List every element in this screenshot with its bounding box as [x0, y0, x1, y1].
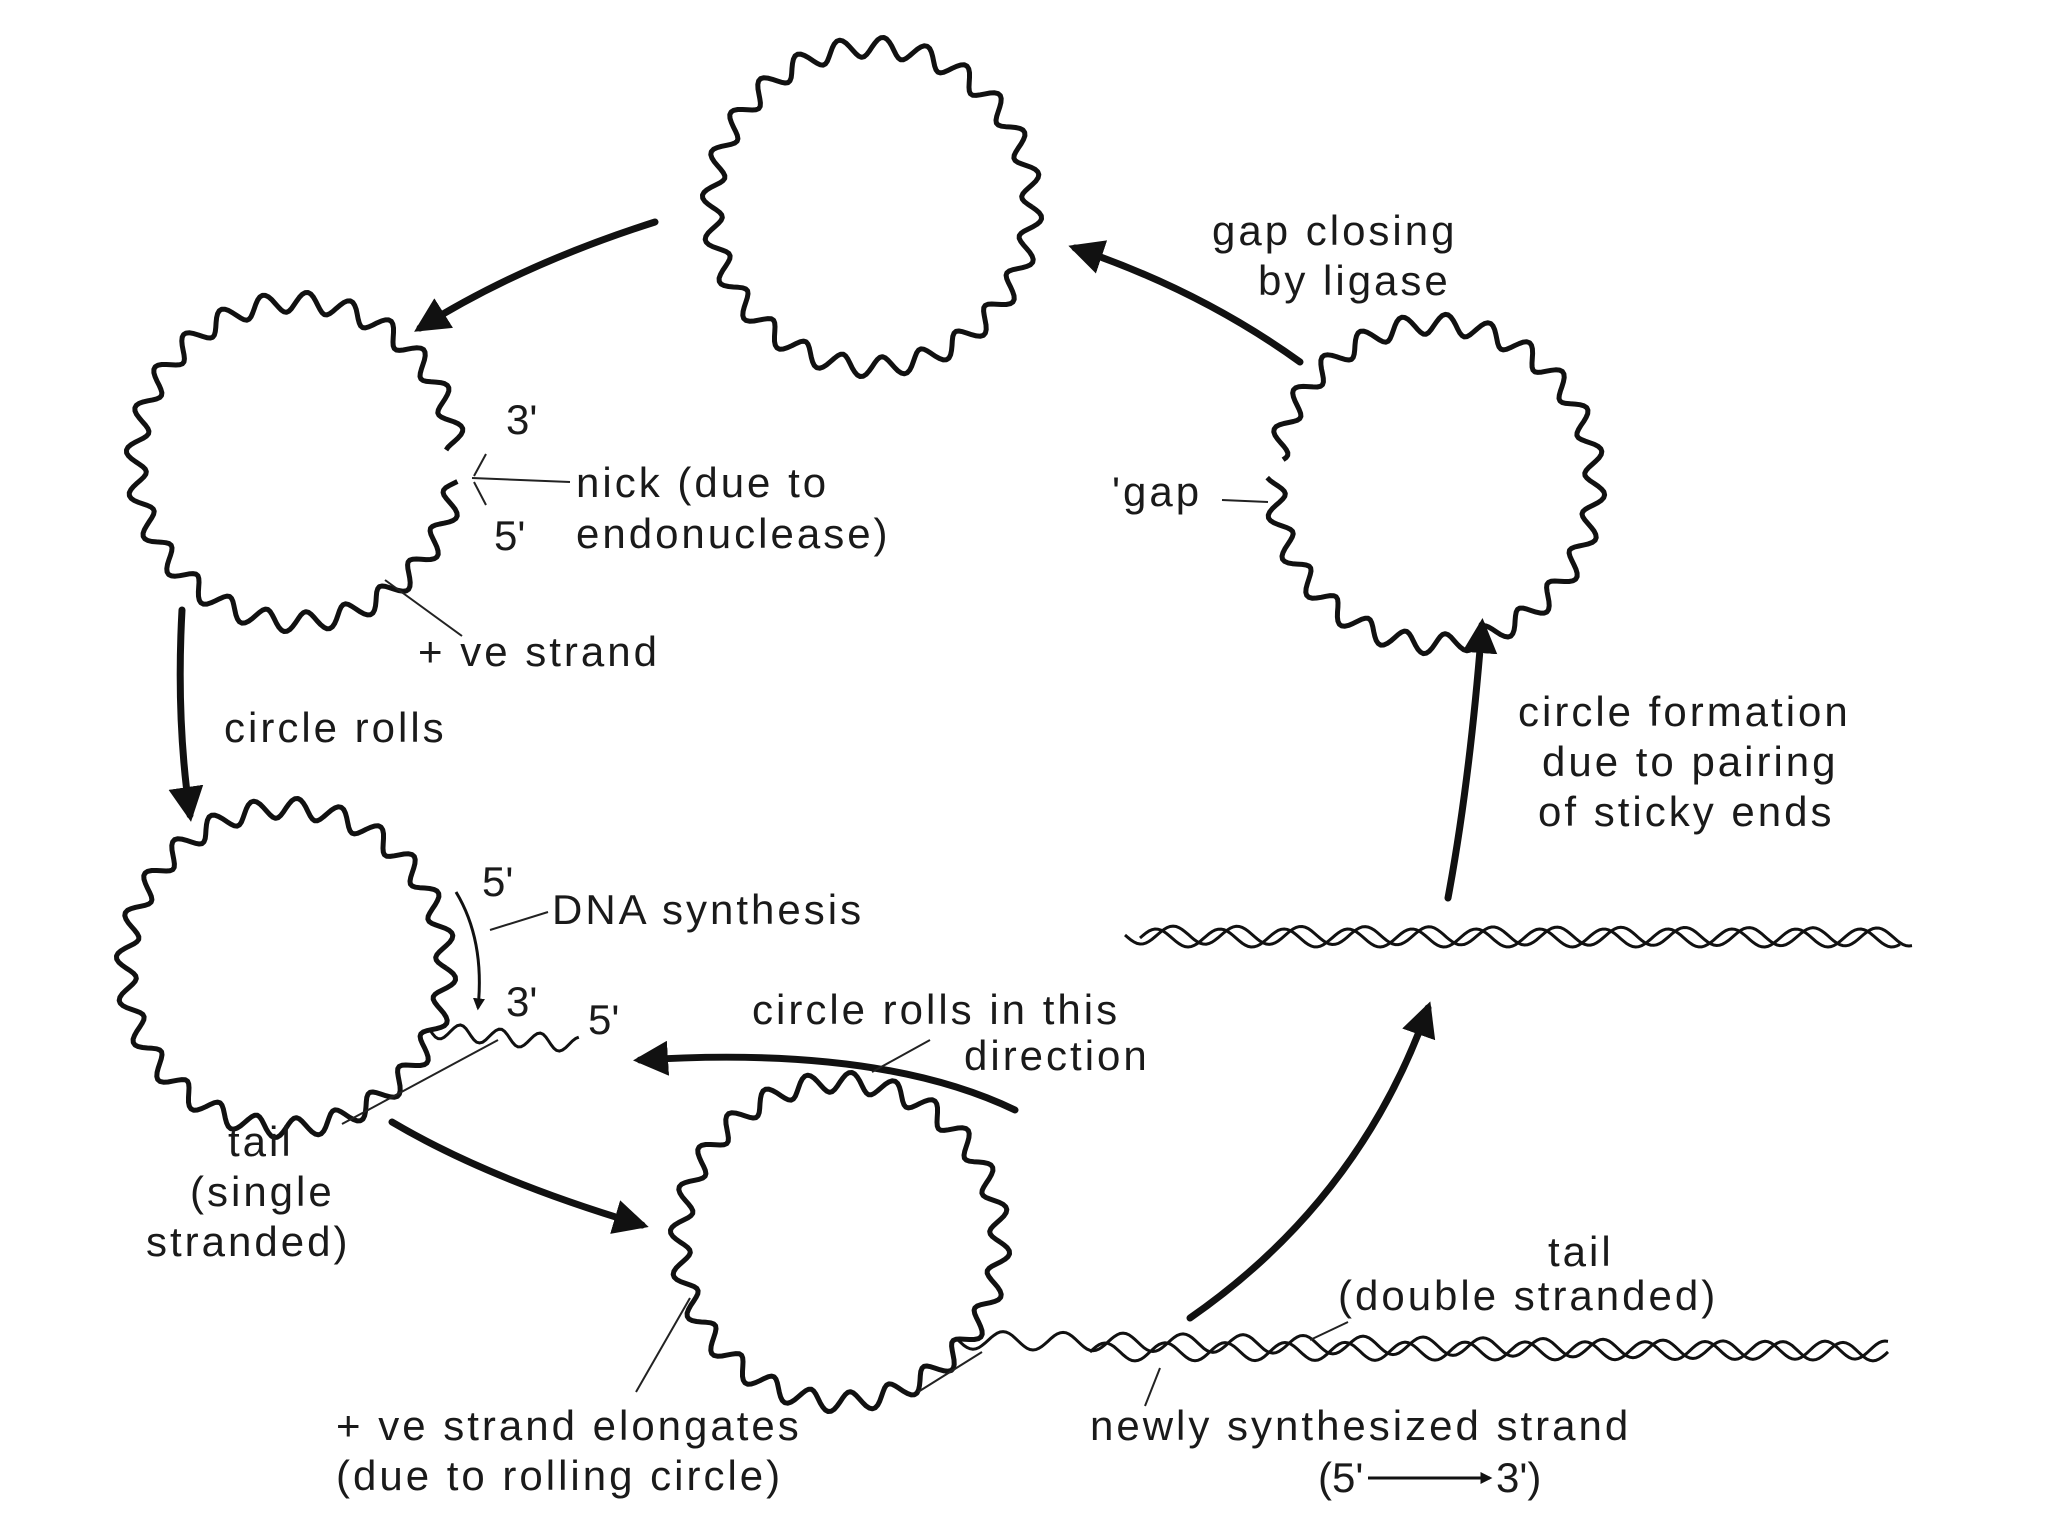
arrow-synthesis-to-elongating: [388, 1118, 649, 1234]
leader-newly-synthesized: [917, 1351, 983, 1393]
label-five-prime-synth: 5': [482, 858, 513, 905]
label-five-prime-nick: 5': [494, 512, 525, 559]
label-circle-rolls: circle rolls: [224, 704, 447, 751]
arrow-circle-rolls-direction: [633, 1040, 1019, 1114]
double-stranded-tail-strand-a: [956, 1330, 1890, 1363]
leader-circle-rolls: [871, 1039, 931, 1073]
label-tail-ds: tail: [1548, 1228, 1614, 1275]
plasmid-circle-nicked: [124, 290, 466, 634]
leader-newly-synthesized-2: [1144, 1367, 1161, 1407]
leader-ve-strand: [384, 579, 463, 637]
arrow-dna-synthesis-direction: [454, 891, 485, 1011]
label-newly-synthesized: newly synthesized strand: [1090, 1402, 1631, 1449]
label-gap-closing: gap closing: [1212, 207, 1457, 254]
single-stranded-tail: [428, 1023, 580, 1053]
label-circle-rolls-direction: circle rolls in this: [752, 986, 1120, 1033]
leader-tail-double: [1309, 1321, 1349, 1341]
leader-nick: [471, 477, 571, 483]
label-ve-strand-elongates: + ve strand elongates: [336, 1402, 802, 1449]
label-endonuclease: endonuclease): [576, 510, 891, 557]
plasmid-circle-elongating: [668, 1070, 1012, 1414]
label-tail: tail: [228, 1118, 294, 1165]
arrow-tail-to-linear: [1186, 1001, 1436, 1322]
double-stranded-tail-strand-b: [1088, 1339, 1889, 1363]
leader-dna-synthesis: [489, 911, 549, 931]
label-sticky-ends: of sticky ends: [1538, 788, 1834, 835]
label-single: (single: [190, 1168, 335, 1215]
label-stranded: stranded): [146, 1218, 350, 1265]
leader-tail: [341, 1039, 499, 1125]
arrow-ligase-to-top: [1068, 240, 1304, 366]
plasmid-circle-synthesis: [114, 796, 458, 1140]
label-newly-3: 3'): [1496, 1454, 1541, 1501]
label-circle-formation: circle formation: [1518, 688, 1851, 735]
label-three-prime-synth: 3': [506, 978, 537, 1025]
label-nick: nick (due to: [576, 459, 829, 506]
plasmid-circle-top: [700, 35, 1044, 379]
leader-gap: [1221, 499, 1269, 503]
arrow-linear-to-circle: [1444, 618, 1498, 902]
label-direction: direction: [964, 1032, 1150, 1079]
label-five-prime-tail: 5': [588, 996, 619, 1043]
label-double-stranded: (double stranded): [1338, 1272, 1718, 1319]
label-by-ligase: by ligase: [1258, 257, 1451, 304]
leader-nick-5: [473, 481, 487, 506]
arrow-nick-to-synthesis: [168, 606, 204, 822]
label-dna-synthesis: DNA synthesis: [552, 886, 864, 933]
linear-duplex-strand-b: [1139, 927, 1901, 949]
label-due-to-rolling-circle: (due to rolling circle): [336, 1452, 783, 1499]
label-due-to-pairing: due to pairing: [1542, 738, 1839, 785]
plasmid-circle-gapped: [1265, 311, 1608, 657]
leader-ve-elongates: [635, 1297, 691, 1393]
leader-nick-3: [473, 453, 487, 477]
label-gap: 'gap: [1112, 468, 1202, 515]
label-ve-strand: + ve strand: [418, 628, 660, 675]
arrow-top-to-nick: [414, 218, 659, 332]
label-three-prime-nick: 3': [506, 396, 537, 443]
label-newly-5: (5': [1318, 1454, 1363, 1501]
